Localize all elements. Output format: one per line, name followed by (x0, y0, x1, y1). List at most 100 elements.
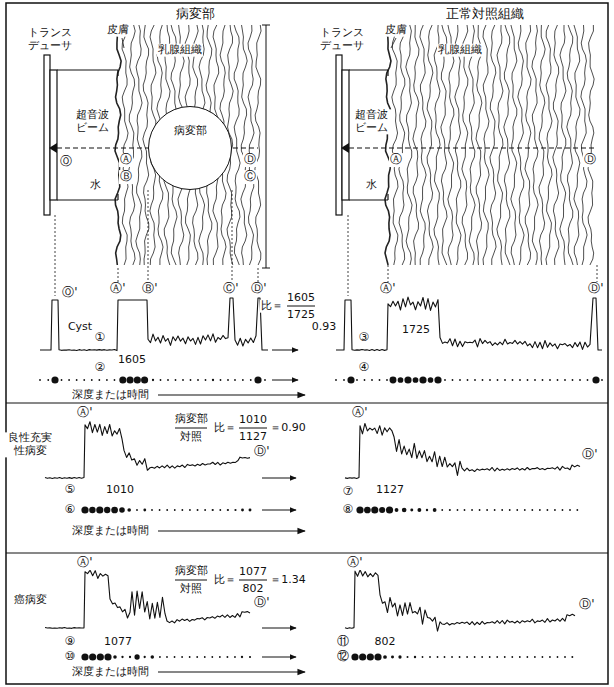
echo-dot (471, 509, 473, 511)
echo-dot (398, 377, 404, 383)
echo-dot (433, 508, 437, 512)
part-label: トランス デューサ (24, 27, 76, 52)
echo-dot (569, 509, 571, 511)
fraction-bar (239, 580, 267, 581)
echo-dot (227, 509, 229, 511)
tissue-fiber (129, 25, 135, 265)
tissue-fiber (234, 25, 240, 265)
ratio-text: 1077 (238, 566, 268, 579)
projection-line (258, 268, 259, 283)
echo-dot (428, 377, 434, 383)
echo-dot (422, 656, 424, 658)
value-text: 1010 (105, 484, 135, 497)
ratio-text: 1725 (286, 309, 316, 322)
echo-dot (136, 509, 138, 511)
tissue-fiber (560, 25, 566, 265)
transducer-plate (336, 55, 342, 215)
echo-dot (557, 656, 559, 658)
tissue-fiber (241, 25, 247, 265)
projection-line (148, 190, 149, 283)
echo-dot (449, 509, 451, 511)
tissue-fiber (518, 25, 524, 265)
trace-number: ④ (358, 361, 371, 375)
tissue-fiber (427, 25, 433, 265)
tissue-fiber (497, 25, 503, 265)
part-label: 乳腺組織 (437, 44, 483, 57)
echo-dot (571, 656, 573, 658)
echo-dot (226, 656, 228, 658)
ratio-text: 1010 (238, 414, 268, 427)
ratio-text: 病変部 (174, 565, 209, 578)
echo-dot (347, 376, 354, 383)
point-marker: Ⓐ (119, 153, 133, 167)
echo-dot (516, 509, 518, 511)
value-text: 1605 (117, 354, 147, 367)
projection-line (348, 215, 349, 296)
echo-dot (374, 653, 381, 660)
echo-dot (81, 653, 88, 660)
value-text: 1127 (375, 484, 405, 497)
value-text: 1077 (103, 636, 133, 649)
projection-line (232, 190, 233, 283)
axis-label: 深度または時間 (71, 389, 150, 402)
point-marker: Ⓓ' (250, 282, 267, 296)
echo-trace (336, 297, 602, 350)
ratio-text: 比＝ (213, 574, 237, 587)
echo-dot (474, 379, 476, 381)
echo-dot (404, 376, 411, 383)
echo-dot (534, 656, 536, 658)
echo-dot (151, 655, 155, 659)
tissue-fiber (392, 25, 398, 265)
echo-dot (457, 509, 459, 511)
echo-dot (364, 507, 371, 514)
tissue-fiber (525, 25, 531, 265)
echo-dot (542, 656, 544, 658)
echo-dot (335, 379, 337, 381)
echo-dot (481, 656, 483, 658)
echo-dot (356, 506, 363, 513)
axis-label: 深度または時間 (71, 525, 150, 538)
echo-dot (159, 656, 161, 658)
tissue-fiber (455, 25, 461, 265)
echo-dot (111, 507, 118, 514)
echo-dot (489, 656, 491, 658)
breast-tissue (385, 25, 594, 265)
trace-number: ⑥ (64, 503, 77, 517)
echo-dot (371, 506, 378, 513)
tissue-fiber (588, 25, 594, 265)
point-marker: Ⓞ' (61, 286, 78, 300)
echo-dot (437, 656, 439, 658)
echo-trace (45, 422, 250, 479)
echo-dot (419, 376, 426, 383)
transducer-plate (44, 55, 50, 215)
echo-dot (104, 653, 111, 660)
echo-dot (587, 379, 589, 381)
echo-dot (497, 379, 499, 381)
trace-number: ⑦ (342, 485, 355, 499)
echo-dot (496, 656, 498, 658)
echo-dot (459, 656, 461, 658)
echo-dot (534, 379, 536, 381)
ultrasound-beam (349, 147, 597, 148)
tissue-fiber (553, 25, 559, 265)
echo-dot-row (39, 376, 266, 383)
echo-dot (204, 509, 206, 511)
echo-dot (383, 655, 387, 659)
echo-dot (241, 656, 243, 658)
tissue-fiber (248, 25, 254, 265)
echo-dot (504, 656, 506, 658)
tissue-fiber (532, 25, 538, 265)
echo-dot (127, 376, 134, 383)
echo-dot (539, 509, 541, 511)
echo-dot (413, 377, 419, 383)
echo-dot (386, 379, 388, 381)
echo-dot (212, 379, 214, 381)
echo-dot (98, 379, 100, 381)
tissue-fiber (539, 25, 545, 265)
echo-dot (395, 508, 399, 512)
echo-dot (190, 379, 192, 381)
skin-line (385, 25, 391, 265)
depth-scale (266, 25, 267, 268)
echo-dot (211, 656, 213, 658)
